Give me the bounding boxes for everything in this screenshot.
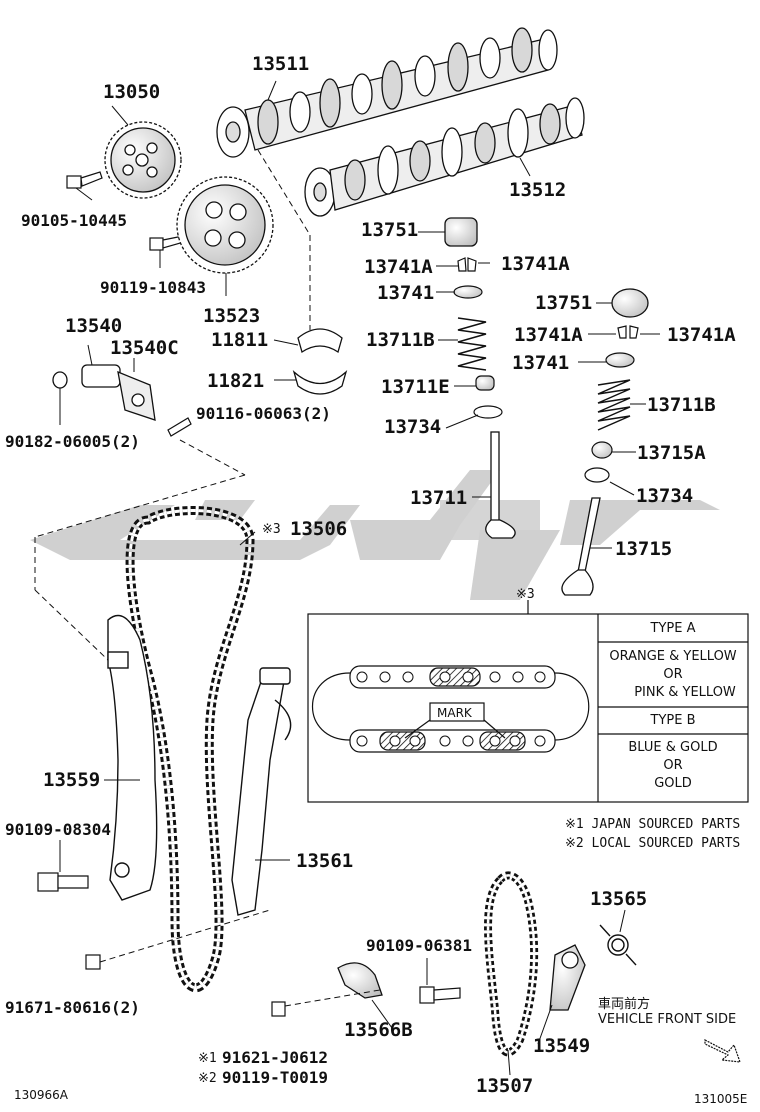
label-11821: 11821 — [207, 370, 265, 392]
lifter-13751-a — [444, 217, 478, 247]
valve-13711 — [485, 431, 516, 539]
label-13506: 13506 — [290, 518, 348, 540]
tensioner-13540 — [52, 364, 156, 421]
label-13711: 13711 — [410, 487, 468, 509]
label-13559: 13559 — [43, 769, 101, 791]
type-b-line1: BLUE & GOLD — [628, 740, 718, 755]
bearing-11821 — [292, 370, 348, 395]
type-a-line3: PINK & YELLOW — [634, 685, 736, 700]
label-13050: 13050 — [103, 81, 161, 103]
damper-13566B — [337, 962, 383, 999]
label-11811: 11811 — [211, 329, 269, 351]
bolt-91671 — [85, 954, 101, 970]
diagram-code-right: 131005E — [694, 1092, 748, 1106]
label-13751-b: 13751 — [535, 292, 593, 314]
label-90109-08304: 90109-08304 — [5, 820, 111, 839]
watermark — [30, 470, 720, 600]
note-local-sourced: ※2 LOCAL SOURCED PARTS — [565, 836, 741, 851]
label-13711B-a: 13711B — [366, 329, 435, 351]
type-b-line3: GOLD — [654, 776, 692, 791]
spring-13711B-b — [597, 379, 631, 431]
label-13523: 13523 — [203, 305, 261, 327]
label-13549: 13549 — [533, 1035, 591, 1057]
label-13741A-a: 13741A — [364, 256, 433, 278]
label-90119-T0019: 90119-T0019 — [222, 1068, 328, 1087]
diagram-code-left: 130966A — [14, 1088, 69, 1102]
label-13741A-d: 13741A — [667, 324, 736, 346]
vehicle-front-en: VEHICLE FRONT SIDE — [598, 1012, 737, 1027]
label-13711E: 13711E — [381, 376, 450, 398]
vvt-gear-13050 — [104, 121, 182, 199]
keepers-13741A-a — [457, 257, 477, 272]
label-13741-a: 13741 — [377, 282, 435, 304]
label-13566B: 13566B — [344, 1019, 413, 1041]
mark-3-b: ※3 — [516, 587, 535, 602]
retainer-13741-b — [605, 352, 635, 368]
chain-13507 — [484, 871, 539, 1057]
spring-13711B-a — [457, 317, 487, 371]
camshaft-13511 — [216, 27, 558, 158]
type-b-header: TYPE B — [650, 713, 696, 728]
label-90109-06381: 90109-06381 — [366, 936, 472, 955]
bolt-90109-06381 — [419, 986, 461, 1004]
type-a-line1: ORANGE & YELLOW — [609, 649, 737, 664]
label-13540: 13540 — [65, 315, 123, 337]
label-13507: 13507 — [476, 1075, 534, 1097]
seal-13711E — [475, 375, 495, 391]
camshaft-13512 — [304, 97, 585, 217]
label-13741A-b: 13741A — [501, 253, 570, 275]
type-b-line2: OR — [663, 758, 683, 773]
label-90116-06063: 90116-06063(2) — [196, 404, 331, 423]
front-arrow-icon — [704, 1039, 741, 1063]
seat-13715A — [591, 441, 613, 459]
bolt-90105 — [66, 171, 103, 189]
type-a-line2: OR — [663, 667, 683, 682]
label-13565: 13565 — [590, 888, 648, 910]
label-13561: 13561 — [296, 850, 354, 872]
lifter-13751-b — [611, 288, 649, 318]
spring-13565 — [599, 924, 637, 966]
bearing-11811 — [297, 328, 343, 354]
chain-guide-13559 — [107, 614, 158, 901]
label-90105-10445: 90105-10445 — [21, 211, 127, 230]
label-13751-a: 13751 — [361, 219, 419, 241]
label-13511: 13511 — [252, 53, 310, 75]
vehicle-front-jp: 車両前方 — [598, 997, 651, 1012]
bolt-90109-08304 — [37, 872, 89, 892]
washer-13734-b — [584, 467, 610, 483]
label-13512: 13512 — [509, 179, 567, 201]
mark-1: ※1 — [198, 1051, 217, 1066]
label-13741A-c: 13741A — [514, 324, 583, 346]
mark-label: MARK — [437, 706, 472, 720]
label-90182-06005: 90182-06005(2) — [5, 432, 140, 451]
label-91621-J0612: 91621-J0612 — [222, 1048, 328, 1067]
label-90119-10843: 90119-10843 — [100, 278, 206, 297]
type-a-header: TYPE A — [650, 621, 696, 636]
washer-13734-a — [473, 405, 503, 419]
chain-guide-13561 — [231, 667, 292, 916]
mark-3-a: ※3 — [262, 522, 281, 537]
chain-13506 — [125, 506, 255, 993]
label-13540C: 13540C — [110, 337, 179, 359]
bolt-91621 — [271, 1001, 286, 1017]
label-13711B-b: 13711B — [647, 394, 716, 416]
label-13734-b: 13734 — [636, 485, 694, 507]
label-91671-80616: 91671-80616(2) — [5, 998, 140, 1017]
label-13741-b: 13741 — [512, 352, 570, 374]
chain-links — [356, 671, 546, 747]
chain-type-table: TYPE A ORANGE & YELLOW OR PINK & YELLOW … — [598, 614, 748, 802]
retainer-13741-a — [453, 285, 483, 299]
mark-2: ※2 — [198, 1071, 217, 1086]
valve-13715 — [561, 497, 601, 596]
note-japan-sourced: ※1 JAPAN SOURCED PARTS — [565, 817, 741, 832]
stud-90116 — [167, 417, 192, 437]
label-13715: 13715 — [615, 538, 673, 560]
sprocket-13523 — [176, 176, 274, 274]
label-13715A: 13715A — [637, 442, 706, 464]
keepers-13741A-b — [617, 325, 639, 339]
tensioner-arm-13549 — [549, 944, 586, 1011]
label-13734-a: 13734 — [384, 416, 442, 438]
